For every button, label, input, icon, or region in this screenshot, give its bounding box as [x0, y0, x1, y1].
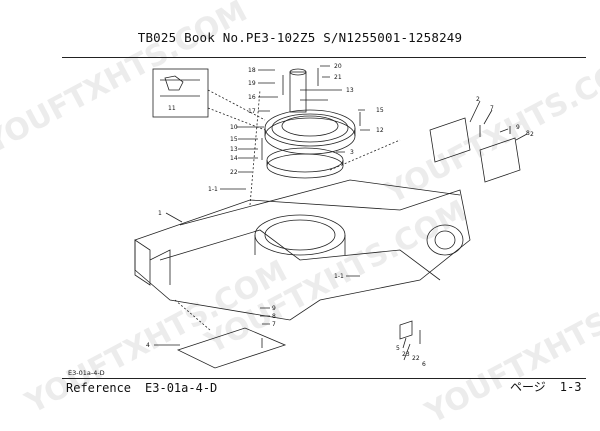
page-header: TB025 Book No.PE3-102Z5 S/N1255001-12582… [0, 30, 600, 45]
callout-number: 10 [230, 124, 238, 131]
callout-number: 17 [248, 108, 256, 115]
callout-number: 9 [272, 305, 276, 312]
callout-number: 22 [412, 355, 420, 362]
swivel-joint [289, 71, 307, 113]
callout-number: 16 [248, 94, 256, 101]
callout-number: 2 [476, 96, 480, 103]
footer-reference: Reference E3-01a-4-D [66, 381, 217, 395]
callout-number: 15 [376, 107, 384, 114]
callout-number: 15 [230, 136, 238, 143]
serial-range: S/N1255001-1258249 [323, 30, 463, 45]
book-number: Book No.PE3-102Z5 [184, 30, 316, 45]
bracket-left [429, 117, 471, 163]
callout-number: 8 [272, 313, 276, 320]
ring-3 [266, 147, 344, 173]
slewing-ring [264, 109, 356, 147]
callout-number: 2 [530, 131, 534, 138]
callout-number: 9 [516, 124, 520, 131]
callout-number: 8 [526, 130, 530, 137]
callout-number: 22 [230, 169, 238, 176]
callout-number: 6 [422, 361, 426, 368]
model-code: TB025 [137, 30, 177, 45]
callout-number: 7 [272, 321, 276, 328]
callout-number: 21 [334, 74, 342, 81]
callout-number: 23 [402, 351, 410, 358]
callout-number: 13 [230, 146, 238, 153]
detail-inset-box [152, 68, 209, 118]
callout-number: 11 [168, 105, 176, 112]
bracket-right [479, 137, 521, 183]
page-number: 1-3 [559, 380, 582, 394]
callout-number: 5 [396, 345, 400, 352]
axle-boss [426, 224, 464, 256]
callout-number: 3 [350, 149, 354, 156]
callout-number: 14 [230, 155, 238, 162]
figure-code: E3-01a-4-D [68, 369, 105, 377]
callout-number: 12 [376, 127, 384, 134]
callout-number: 20 [334, 63, 342, 70]
undercarriage-frame [134, 189, 471, 321]
cover-plate-4 [176, 327, 287, 369]
callout-number: 13 [346, 87, 354, 94]
page-label: ページ [510, 380, 546, 394]
reference-label: Reference [66, 381, 132, 395]
footer-page: ページ 1-3 [510, 378, 581, 395]
callout-number: 18 [248, 67, 256, 74]
callout-number: 7 [490, 105, 494, 112]
callout-number: 4 [146, 342, 150, 349]
callout-number: 19 [248, 80, 256, 87]
reference-code: E3-01a-4-D [145, 381, 218, 395]
callout-number: 1-1 [208, 186, 218, 193]
callout-number: 1 [158, 210, 162, 217]
header-rule [62, 57, 586, 58]
callout-number: 1-1 [334, 273, 344, 280]
footer-rule [62, 378, 586, 379]
